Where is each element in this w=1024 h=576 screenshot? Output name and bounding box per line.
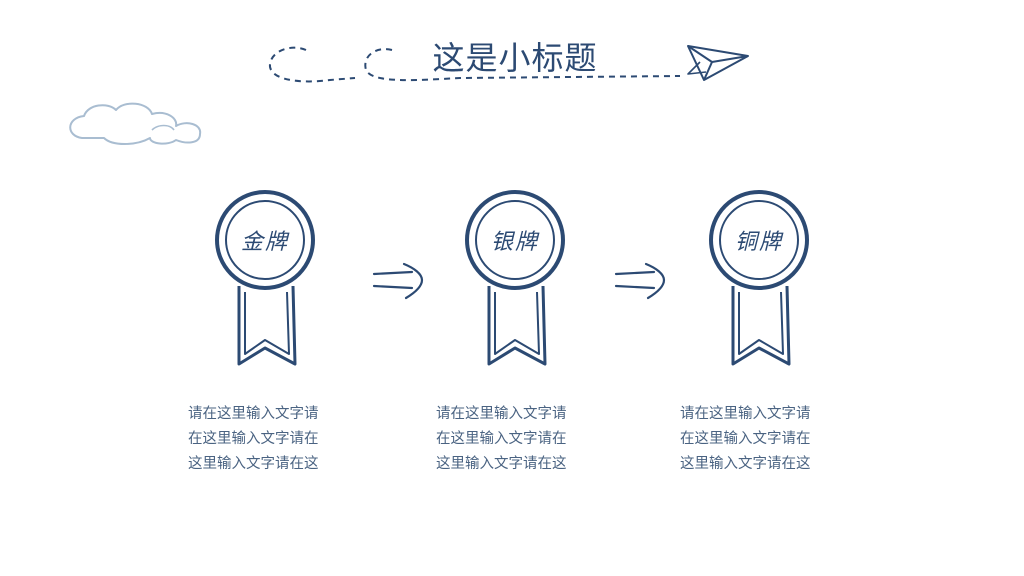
medal-gold: 金牌 bbox=[205, 188, 325, 373]
medal-silver: 银牌 bbox=[455, 188, 575, 373]
medal-bronze: 铜牌 bbox=[699, 188, 819, 373]
medal-icon bbox=[709, 190, 809, 366]
description-line: 请在这里输入文字请 bbox=[436, 406, 567, 422]
medal-label: 金牌 bbox=[240, 230, 289, 255]
description-line: 在这里输入文字请在 bbox=[680, 431, 811, 447]
page-title: 这是小标题 bbox=[432, 39, 598, 77]
description-line: 这里输入文字请在这 bbox=[680, 456, 811, 472]
description-line: 请在这里输入文字请 bbox=[680, 406, 811, 422]
description-line: 这里输入文字请在这 bbox=[188, 456, 319, 472]
medal-label: 铜牌 bbox=[734, 230, 783, 255]
description-line: 在这里输入文字请在 bbox=[436, 431, 567, 447]
description-line: 这里输入文字请在这 bbox=[436, 456, 567, 472]
medal-icon bbox=[215, 190, 315, 366]
medal-icon bbox=[465, 190, 565, 366]
medal-description: 请在这里输入文字请 在这里输入文字请在 这里输入文字请在这 bbox=[188, 402, 354, 477]
double-arrow-icon bbox=[372, 262, 424, 300]
description-line: 请在这里输入文字请 bbox=[188, 406, 319, 422]
medal-description: 请在这里输入文字请 在这里输入文字请在 这里输入文字请在这 bbox=[680, 402, 846, 477]
medal-label: 银牌 bbox=[490, 230, 539, 255]
description-line: 在这里输入文字请在 bbox=[188, 431, 319, 447]
double-arrow-icon bbox=[614, 262, 666, 300]
medal-description: 请在这里输入文字请 在这里输入文字请在 这里输入文字请在这 bbox=[436, 402, 602, 477]
